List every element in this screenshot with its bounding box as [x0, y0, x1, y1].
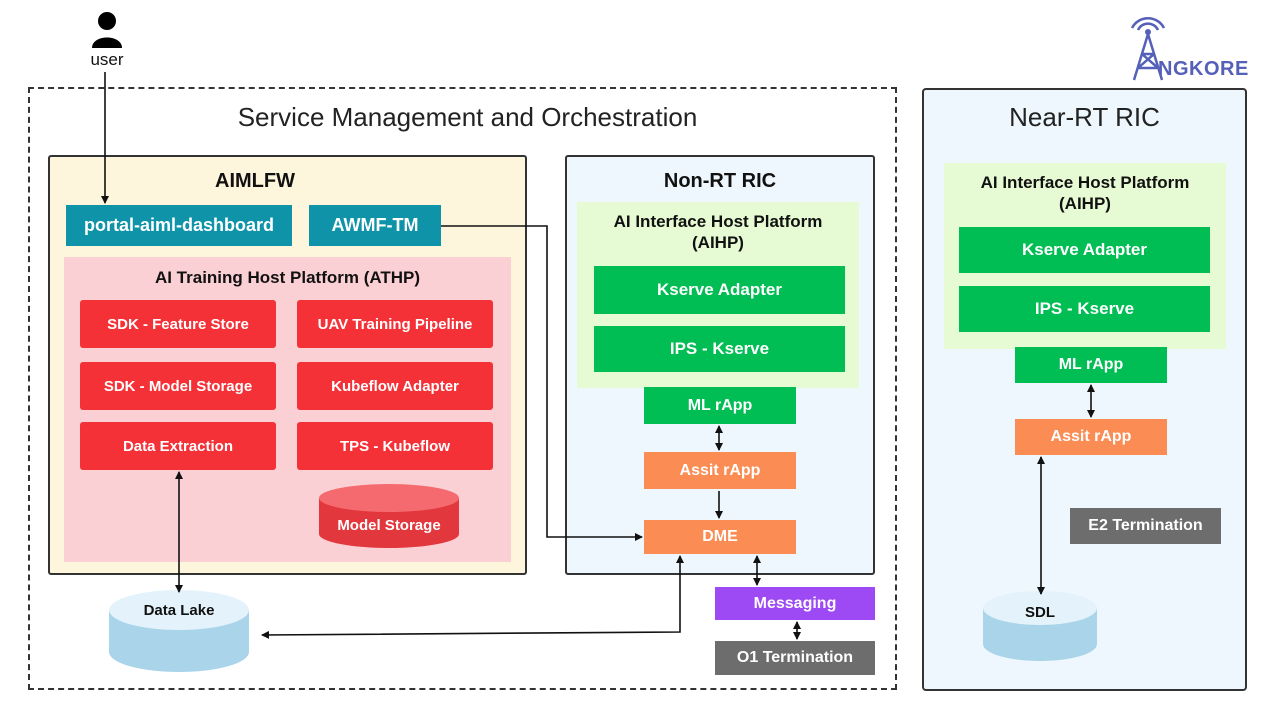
kubeflow-adapter-box[interactable]: Kubeflow Adapter	[297, 362, 493, 410]
sdl-label: SDL	[1025, 604, 1055, 621]
e2-termination-box[interactable]: E2 Termination	[1070, 508, 1221, 544]
o1-termination-box[interactable]: O1 Termination	[715, 641, 875, 675]
smo-container	[28, 87, 897, 690]
nearrt-kserve-adapter-box[interactable]: Kserve Adapter	[959, 227, 1210, 273]
sdk-feature-store-box[interactable]: SDK - Feature Store	[80, 300, 276, 348]
messaging-box[interactable]: Messaging	[715, 587, 875, 620]
athp-title: AI Training Host Platform (ATHP)	[154, 268, 421, 287]
tps-kubeflow-box[interactable]: TPS - Kubeflow	[297, 422, 493, 470]
nearrt-ric-title: Near-RT RIC	[1009, 102, 1160, 132]
user-icon	[90, 10, 124, 50]
nonrt-ips-kserve-box[interactable]: IPS - Kserve	[594, 326, 845, 372]
dme-box[interactable]: DME	[644, 520, 796, 554]
uav-training-pipeline-box[interactable]: UAV Training Pipeline	[297, 300, 493, 348]
nonrt-assit-rapp-box[interactable]: Assit rApp	[644, 452, 796, 489]
nonrt-ml-rapp-box[interactable]: ML rApp	[644, 387, 796, 424]
data-lake-cylinder[interactable]: Data Lake	[106, 586, 252, 676]
data-lake-label: Data Lake	[143, 602, 215, 619]
aimlfw-title: AIMLFW	[215, 170, 295, 192]
awmf-tm-box[interactable]: AWMF-TM	[309, 205, 441, 246]
sdk-model-storage-box[interactable]: SDK - Model Storage	[80, 362, 276, 410]
ngkore-logo: NGKORE	[1118, 10, 1258, 85]
logo-text: NGKORE	[1158, 58, 1249, 80]
nonrt-aihp-title: AI Interface Host Platform (AIHP)	[613, 212, 823, 252]
nearrt-ips-kserve-box[interactable]: IPS - Kserve	[959, 286, 1210, 332]
nearrt-assit-rapp-box[interactable]: Assit rApp	[1015, 419, 1167, 455]
model-storage-cylinder[interactable]: Model Storage	[316, 482, 462, 550]
nearrt-aihp-title: AI Interface Host Platform (AIHP)	[980, 173, 1190, 213]
smo-title: Service Management and Orchestration	[237, 102, 698, 132]
nearrt-ml-rapp-box[interactable]: ML rApp	[1015, 347, 1167, 383]
nonrt-ric-title: Non-RT RIC	[663, 170, 777, 192]
user-label: user	[90, 50, 124, 69]
nonrt-kserve-adapter-box[interactable]: Kserve Adapter	[594, 266, 845, 314]
data-extraction-box[interactable]: Data Extraction	[80, 422, 276, 470]
sdl-cylinder[interactable]: SDL	[980, 588, 1100, 664]
model-storage-label: Model Storage	[337, 517, 441, 534]
portal-aiml-dashboard-box[interactable]: portal-aiml-dashboard	[66, 205, 292, 246]
